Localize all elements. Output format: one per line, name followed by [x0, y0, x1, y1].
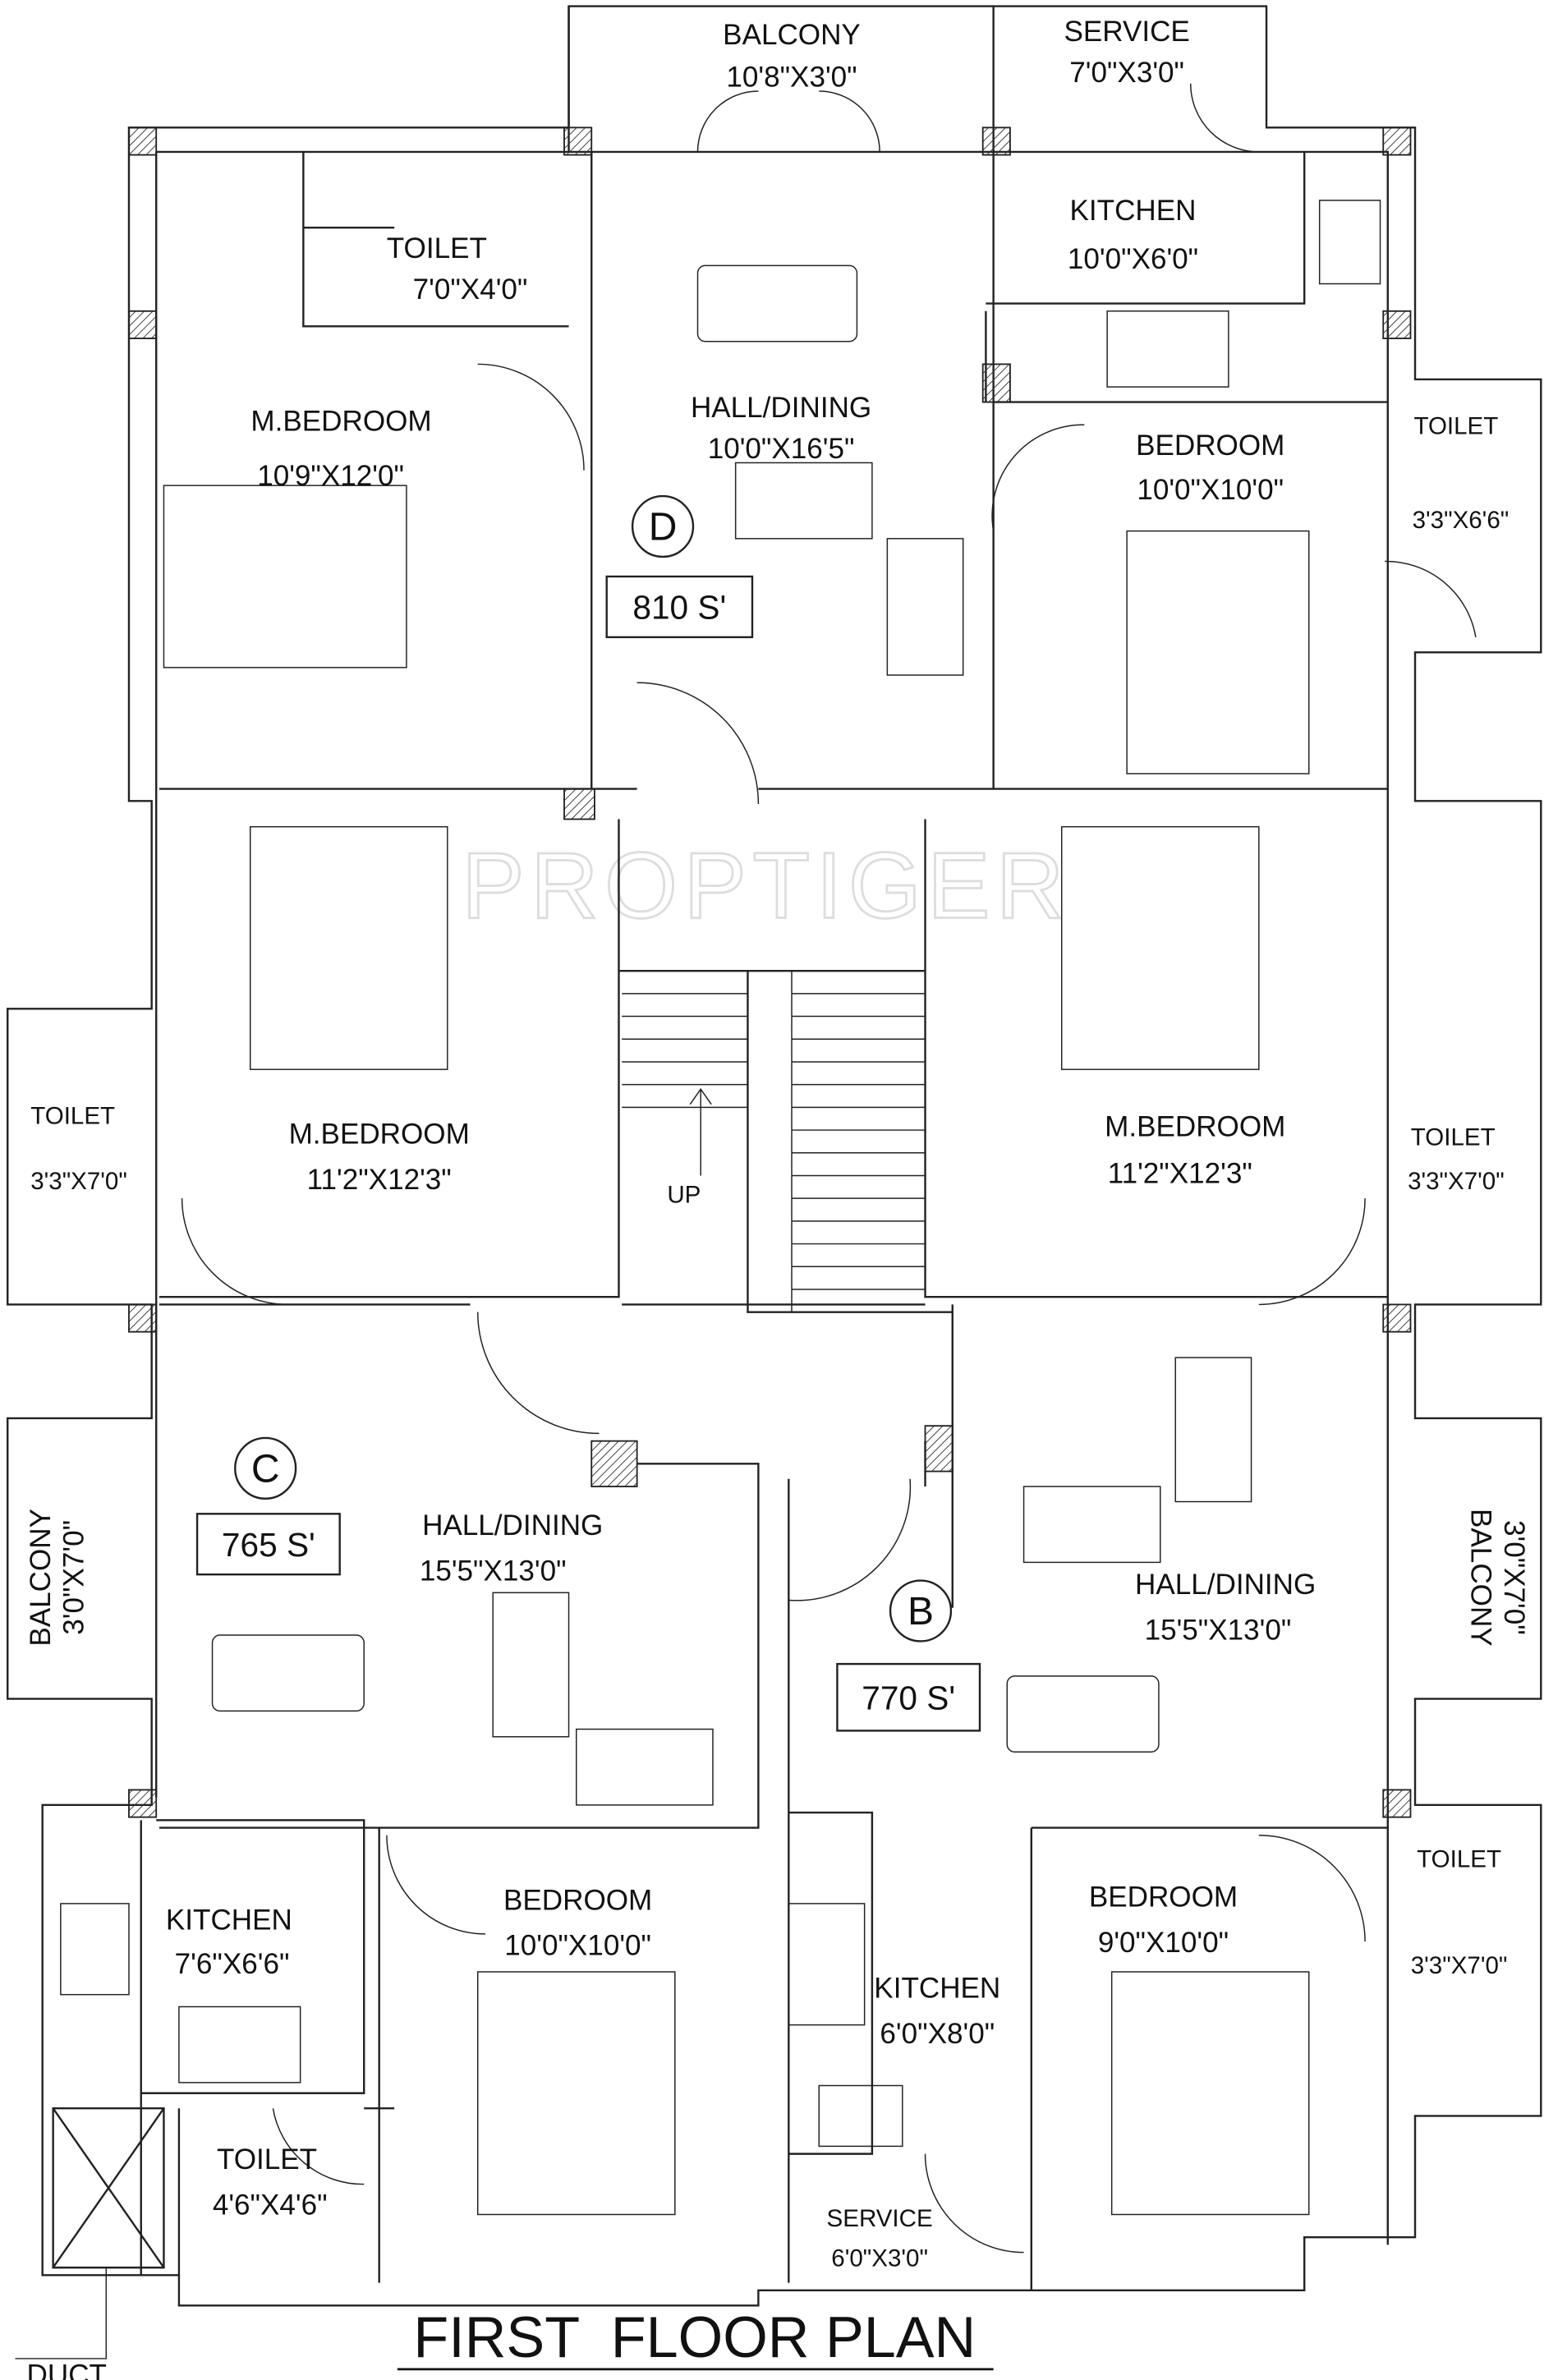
unit-b-marker: B 770 S'	[836, 1579, 981, 1732]
svg-text:HALL/DINING: HALL/DINING	[691, 392, 871, 424]
svg-text:KITCHEN: KITCHEN	[874, 1972, 1000, 2004]
unit-d-marker: D 810 S'	[605, 494, 754, 639]
svg-text:10'0"X10'0": 10'0"X10'0"	[1137, 474, 1284, 506]
svg-text:KITCHEN: KITCHEN	[1070, 195, 1197, 227]
up-arrow-icon	[689, 1087, 712, 1176]
svg-text:765 S': 765 S'	[222, 1526, 315, 1564]
unit-c-marker: C 765 S'	[195, 1436, 341, 1576]
svg-text:BALCONY: BALCONY	[1464, 1509, 1496, 1647]
furniture	[60, 200, 1381, 2216]
svg-text:BALCONY: BALCONY	[25, 1509, 57, 1647]
svg-text:3'0"X7'0": 3'0"X7'0"	[1498, 1520, 1530, 1635]
svg-text:TOILET: TOILET	[1411, 1124, 1496, 1151]
svg-text:C: C	[251, 1448, 280, 1491]
svg-text:10'0"X10'0": 10'0"X10'0"	[504, 1930, 651, 1962]
svg-text:11'2"X12'3": 11'2"X12'3"	[1108, 1158, 1252, 1190]
svg-text:4'6"X4'6": 4'6"X4'6"	[213, 2189, 328, 2221]
svg-text:6'0"X8'0": 6'0"X8'0"	[880, 2018, 995, 2050]
svg-text:770 S': 770 S'	[862, 1679, 955, 1717]
svg-text:810 S': 810 S'	[632, 589, 726, 627]
svg-text:7'0"X3'0": 7'0"X3'0"	[1069, 57, 1184, 89]
plan-title: FIRST FLOOR PLAN	[413, 2304, 976, 2369]
svg-text:HALL/DINING: HALL/DINING	[1135, 1569, 1316, 1601]
svg-text:TOILET: TOILET	[387, 232, 487, 264]
room-name: BALCONY	[723, 19, 861, 51]
svg-text:TOILET: TOILET	[217, 2143, 317, 2176]
svg-text:SERVICE: SERVICE	[827, 2205, 933, 2232]
svg-text:M.BEDROOM: M.BEDROOM	[1105, 1110, 1285, 1142]
svg-text:B: B	[908, 1590, 934, 1633]
duct-leader-line	[15, 2267, 108, 2359]
svg-text:TOILET: TOILET	[1413, 412, 1498, 439]
svg-text:7'6"X6'6": 7'6"X6'6"	[175, 1948, 290, 1980]
svg-text:M.BEDROOM: M.BEDROOM	[289, 1119, 470, 1151]
svg-text:BEDROOM: BEDROOM	[1089, 1881, 1238, 1914]
staircase	[622, 971, 926, 1312]
svg-text:6'0"X3'0": 6'0"X3'0"	[831, 2244, 928, 2272]
svg-text:BEDROOM: BEDROOM	[1136, 430, 1284, 462]
walls	[7, 5, 1542, 2307]
svg-text:3'3"X7'0": 3'3"X7'0"	[1411, 1952, 1508, 1979]
svg-text:15'5"X13'0": 15'5"X13'0"	[1145, 1615, 1292, 1647]
svg-text:10'0"X16'5": 10'0"X16'5"	[708, 433, 855, 465]
svg-text:M.BEDROOM: M.BEDROOM	[250, 406, 431, 438]
svg-text:HALL/DINING: HALL/DINING	[422, 1509, 603, 1541]
svg-text:9'0"X10'0": 9'0"X10'0"	[1098, 1927, 1229, 1959]
svg-text:7'0"X4'0": 7'0"X4'0"	[413, 273, 528, 306]
svg-text:10'0"X6'0": 10'0"X6'0"	[1068, 243, 1198, 275]
svg-text:D: D	[649, 506, 678, 549]
svg-text:BEDROOM: BEDROOM	[503, 1884, 652, 1916]
svg-text:3'3"X7'0": 3'3"X7'0"	[30, 1168, 127, 1195]
room-size: 10'8"X3'0"	[726, 61, 857, 93]
doors	[181, 83, 1477, 2254]
duct-label: DUCT	[27, 2359, 107, 2380]
svg-text:3'3"X7'0": 3'3"X7'0"	[1408, 1168, 1505, 1195]
svg-text:KITCHEN: KITCHEN	[166, 1904, 292, 1936]
svg-text:15'5"X13'0": 15'5"X13'0"	[420, 1555, 567, 1587]
room-labels: BALCONY 10'8"X3'0" SERVICE 7'0"X3'0" TOI…	[25, 16, 1530, 2272]
svg-text:TOILET: TOILET	[30, 1103, 115, 1130]
svg-text:TOILET: TOILET	[1417, 1846, 1501, 1873]
svg-text:3'0"X7'0": 3'0"X7'0"	[58, 1520, 90, 1635]
watermark: PROPTIGER	[462, 834, 1070, 939]
stair-up-label: UP	[667, 1182, 701, 1209]
svg-text:10'9"X12'0": 10'9"X12'0"	[257, 460, 404, 492]
svg-text:SERVICE: SERVICE	[1064, 16, 1189, 48]
svg-text:3'3"X6'6": 3'3"X6'6"	[1413, 507, 1510, 534]
svg-text:11'2"X12'3": 11'2"X12'3"	[307, 1164, 452, 1196]
